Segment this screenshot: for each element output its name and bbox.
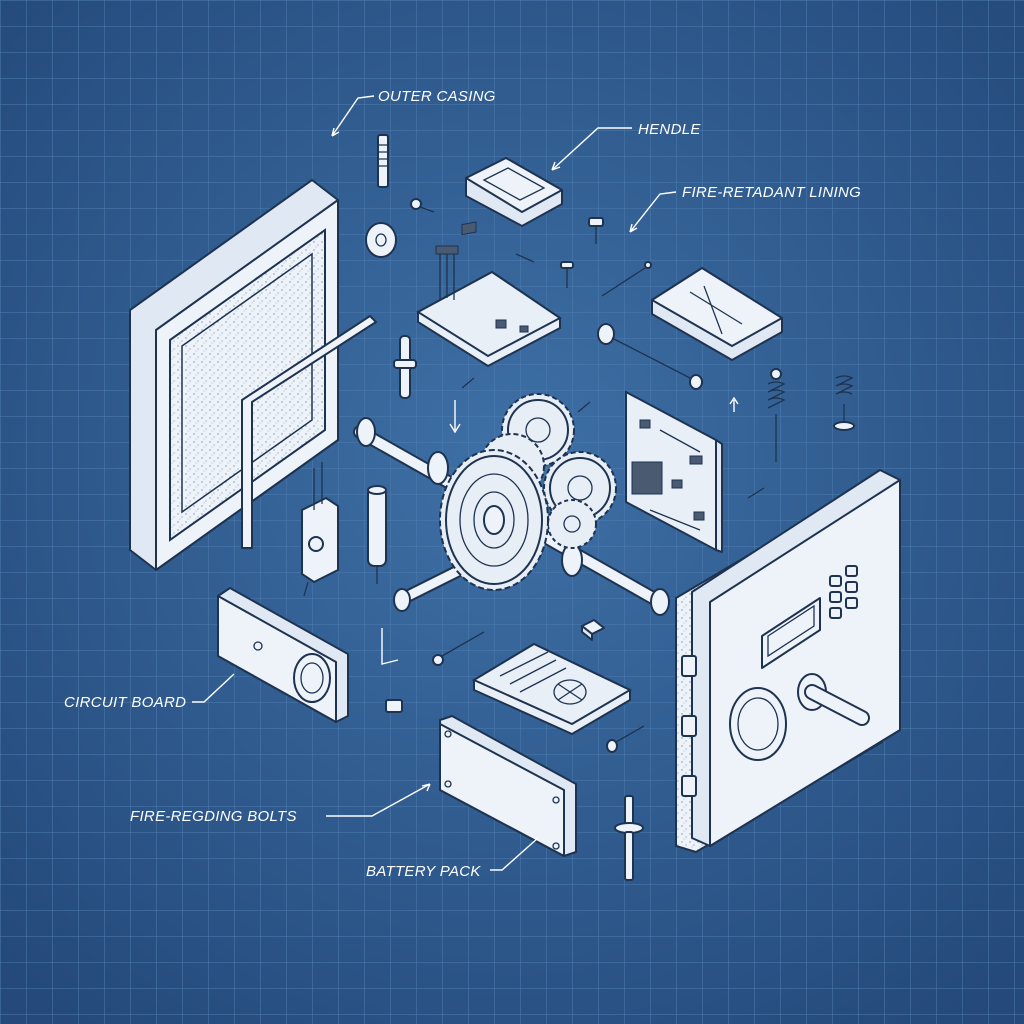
keypad-buttons: [829, 565, 858, 619]
lower-screw: [432, 631, 485, 666]
battery-holder-board: [471, 642, 633, 736]
label-outer-casing-text: OUTER CASING: [378, 88, 496, 105]
label-outer-casing: OUTER CASING: [331, 88, 496, 137]
relay-component: [301, 462, 339, 597]
small-screw-right: [747, 487, 765, 499]
small-screw-1: [410, 198, 435, 213]
bolt-long: [614, 795, 644, 881]
square-nut: [581, 619, 605, 641]
small-screw-3: [588, 217, 604, 244]
dowel-pin: [393, 335, 417, 399]
arrow-marker: [449, 400, 461, 434]
label-lining-text: FIRE-RETADANT LINING: [682, 184, 861, 201]
label-handle: HENDLE: [551, 121, 701, 171]
label-battery-pack-text: BATTERY PACK: [366, 863, 481, 880]
gear-small-lower: [547, 499, 597, 549]
tiny-screw: [461, 377, 475, 389]
label-bolts-text: FIRE-REGDING BOLTS: [130, 808, 297, 825]
washer: [365, 222, 397, 258]
label-circuit-board: CIRCUIT BOARD: [64, 673, 235, 711]
spring-bolt-2: [833, 375, 855, 431]
safe-door: [675, 469, 901, 854]
label-lining: FIRE-RETADANT LINING: [629, 184, 861, 233]
main-drum: [439, 449, 549, 591]
spring-bolt-1: [767, 368, 786, 462]
spring-pin: [515, 253, 535, 263]
tiny-marker: [729, 396, 739, 412]
dial-knob: [729, 687, 787, 761]
door-handle: [797, 673, 870, 726]
label-bolts: FIRE-REGDING BOLTS: [130, 783, 431, 825]
circuit-board-plate: [217, 587, 349, 723]
label-battery-pack: BATTERY PACK: [366, 837, 539, 880]
label-circuit-board-text: CIRCUIT BOARD: [64, 694, 186, 711]
small-screw-2: [560, 261, 574, 288]
arrow-marker-2: [381, 628, 399, 665]
label-handle-text: HENDLE: [638, 121, 701, 138]
fire-retardant-lining-panel: [129, 179, 339, 571]
handle-part: [465, 157, 563, 227]
bolt-short: [606, 725, 645, 753]
right-circuit-board: [625, 390, 723, 553]
long-pin: [601, 261, 652, 297]
small-connector: [385, 699, 403, 713]
cylinder-fuse: [367, 485, 387, 584]
rod-bolt: [597, 323, 703, 390]
top-screw: [377, 134, 389, 188]
keypad-cover: [651, 267, 783, 361]
battery-pack-plate: [439, 715, 577, 857]
tiny-screw-2: [577, 401, 591, 413]
l-rod: [241, 315, 377, 549]
top-circuit-board: [416, 221, 562, 368]
